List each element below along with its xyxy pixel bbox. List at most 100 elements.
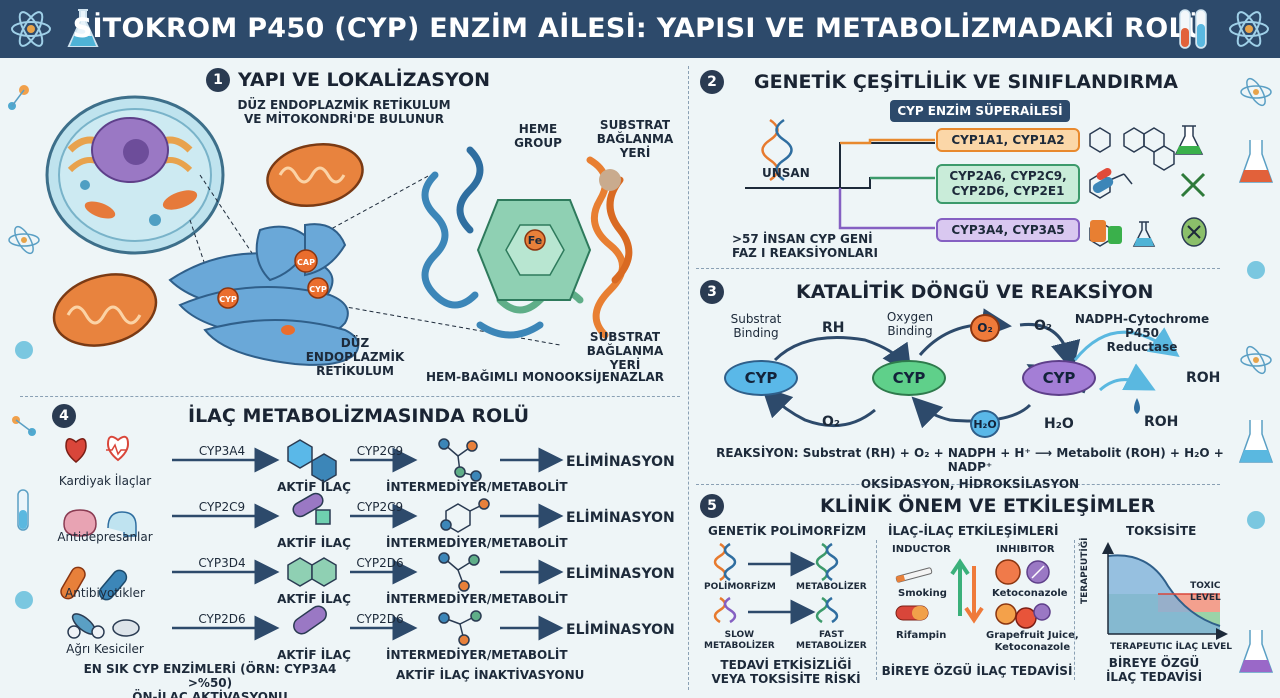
section-5-heading: 5 KLİNİK ÖNEM VE ETKİLEŞİMLER bbox=[700, 494, 1155, 518]
metabolizer-label: METABOLİZER bbox=[796, 582, 867, 592]
metabolite-label: İNTERMEDİYER/METABOLİT bbox=[386, 648, 568, 662]
drug-class-label: Ağrı Kesiciler bbox=[66, 642, 144, 656]
section-number: 5 bbox=[700, 494, 724, 518]
divider-right-1 bbox=[696, 268, 1220, 269]
drug-pathway-graphics bbox=[60, 435, 564, 646]
page-title: SİTOKROM P450 (CYP) ENZİM AİLESİ: YAPISI… bbox=[72, 13, 1208, 44]
cyp1-group: CYP1A1, CYP1A2 bbox=[936, 128, 1080, 152]
left-border-decor bbox=[8, 85, 40, 609]
elimination-label: ELİMİNASYON bbox=[566, 622, 675, 638]
divider-right-2 bbox=[696, 484, 1220, 485]
section-number: 3 bbox=[700, 280, 724, 304]
reaction-equation: REAKSİYON: Substrat (RH) + O₂ + NADPH + … bbox=[716, 446, 1224, 491]
toxicity-y-label: TERAPEUTİĞİ bbox=[1080, 537, 1090, 604]
active-drug-label: AKTİF İLAÇ bbox=[277, 480, 351, 494]
cyp3-group: CYP3A4, CYP3A5 bbox=[936, 218, 1080, 242]
active-drug-label: AKTİF İLAÇ bbox=[277, 648, 351, 662]
polymorphism-title: GENETİK POLİMORFİZM bbox=[708, 524, 867, 538]
divider-vertical bbox=[688, 66, 689, 690]
substrate-icons bbox=[1089, 125, 1207, 247]
smoking-label: Smoking bbox=[898, 588, 947, 599]
atom-icon bbox=[11, 11, 51, 47]
section-1-heading: 1 YAPI VE LOKALİZASYON bbox=[206, 68, 490, 92]
metabolite-label: İNTERMEDİYER/METABOLİT bbox=[386, 592, 568, 606]
section-number: 1 bbox=[206, 68, 230, 92]
enzyme-label: CYP3D4 bbox=[198, 556, 246, 570]
cyp-label: CYP bbox=[219, 295, 237, 304]
polymorphism-graphic bbox=[713, 542, 839, 625]
drug-class-label: Antidepresanlar bbox=[57, 530, 153, 544]
s5-divider bbox=[1074, 540, 1075, 680]
atom-icon bbox=[1229, 11, 1269, 47]
o2-bottom-label: O₂ bbox=[822, 414, 841, 430]
test-tubes-icon bbox=[1179, 9, 1207, 49]
polymorphism-label: POLİMORFİZM bbox=[704, 582, 776, 592]
toxicity-chart bbox=[1102, 542, 1228, 640]
ddi-graphic bbox=[895, 558, 1051, 629]
grapefruit-label: Grapefruit Juice,Ketoconazole bbox=[986, 630, 1079, 653]
elimination-label: ELİMİNASYON bbox=[566, 454, 675, 470]
fe-label: Fe bbox=[528, 234, 543, 247]
divider-left bbox=[20, 396, 680, 397]
section-number: 2 bbox=[700, 70, 724, 94]
cell-structure-illustration: CAP CYP CYP Fe bbox=[45, 95, 633, 366]
section-title: YAPI VE LOKALİZASYON bbox=[238, 69, 491, 91]
roh-label-top: ROH bbox=[1186, 370, 1221, 386]
roh-label-bottom: ROH bbox=[1144, 414, 1179, 430]
ddi-title: İLAÇ-İLAÇ ETKİLEŞİMLERİ bbox=[888, 524, 1059, 538]
flask-icon bbox=[67, 9, 99, 47]
ddi-footer: BİREYE ÖZGÜ İLAÇ TEDAVİSİ bbox=[881, 664, 1073, 678]
enzyme-label: CYP2C9 bbox=[356, 444, 404, 458]
enzyme-label: CYP3A4 bbox=[198, 444, 246, 458]
superfamily-badge: CYP ENZİM SÜPERAİLESİ bbox=[890, 100, 1070, 122]
rifampin-label: Rifampin bbox=[896, 630, 947, 641]
monooxygenase-label: HEM-BAĞIMLI MONOOKSİJENAZLAR bbox=[426, 370, 665, 384]
active-drug-label: AKTİF İLAÇ bbox=[277, 592, 351, 606]
drug-class-label: Kardiyak İlaçlar bbox=[58, 474, 152, 488]
cyp-state-3: CYP bbox=[1022, 360, 1096, 396]
enzyme-label: CYP2C9 bbox=[198, 500, 246, 514]
enzyme-label: CYP2D6 bbox=[356, 612, 404, 626]
o2-molecule: O₂ bbox=[970, 314, 1000, 342]
metabolite-label: İNTERMEDİYER/METABOLİT bbox=[386, 480, 568, 494]
enzyme-label: CYP2D6 bbox=[356, 556, 404, 570]
s5-divider bbox=[876, 540, 877, 680]
metabolite-label: İNTERMEDİYER/METABOLİT bbox=[386, 536, 568, 550]
drug-class-label: Antibiyotikler bbox=[65, 586, 145, 600]
section-4-heading: 4 İLAÇ METABOLİZMASINDA ROLÜ bbox=[52, 404, 529, 428]
section-3-heading: 3 KATALİTİK DÖNGÜ VE REAKSİYON bbox=[700, 280, 1153, 304]
elimination-label: ELİMİNASYON bbox=[566, 510, 675, 526]
active-drug-label: AKTİF İLAÇ bbox=[277, 536, 351, 550]
inductor-label: INDUCTOR bbox=[892, 544, 951, 555]
s4-footer-right: AKTİF İLAÇ İNAKTİVASYONU bbox=[396, 668, 585, 682]
section-title: İLAÇ METABOLİZMASINDA ROLÜ bbox=[188, 405, 530, 427]
toxicity-x-label: TERAPEUTIC İLAÇ LEVEL bbox=[1110, 642, 1232, 652]
toxicity-title: TOKSİSİTE bbox=[1126, 524, 1197, 538]
cyp-state-2: CYP bbox=[872, 360, 946, 396]
human-label: UNSAN bbox=[762, 166, 810, 180]
s4-footer-left: EN SIK CYP ENZİMLERİ (ÖRN: CYP3A4 >%50)Ö… bbox=[83, 662, 337, 698]
enzyme-label: CYP2D6 bbox=[198, 612, 246, 626]
header-bar bbox=[0, 0, 1280, 58]
h2o-label: H₂O bbox=[1044, 416, 1074, 432]
o2-label: O₂ bbox=[1034, 318, 1053, 334]
inhibitor-label: INHIBITOR bbox=[996, 544, 1055, 555]
rh-label: RH bbox=[822, 320, 845, 336]
ketoconazole-label: Ketoconazole bbox=[992, 588, 1068, 599]
right-border-decor bbox=[1238, 77, 1274, 673]
cyp-label: CYP bbox=[309, 285, 327, 294]
